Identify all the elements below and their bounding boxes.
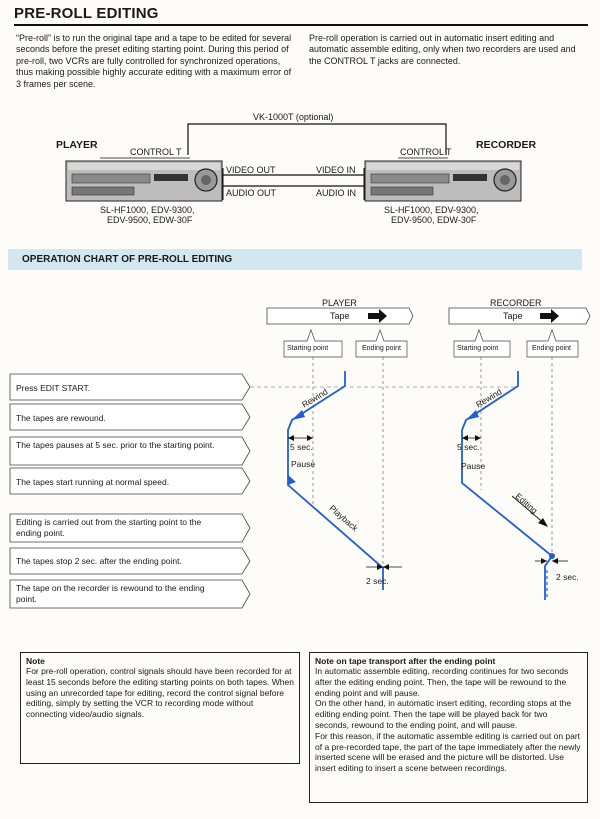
chart-recorder-title: RECORDER xyxy=(490,298,542,308)
cable-label: VK-1000T (optional) xyxy=(253,112,334,122)
player-models-line-1: SL-HF1000, EDV-9300, xyxy=(100,205,195,215)
tape-transport-note-heading: Note on tape transport after the ending … xyxy=(315,656,496,666)
step-recorder-rewound: The tape on the recorder is rewound to t… xyxy=(16,583,205,604)
recorder-label: RECORDER xyxy=(476,139,537,151)
player-starting-point: Starting point xyxy=(287,345,329,352)
step-tapes-rewound: The tapes are rewound. xyxy=(16,413,106,423)
recorder-two-sec: 2 sec. xyxy=(556,572,579,582)
audio-out-label: AUDIO OUT xyxy=(226,188,277,198)
title-divider xyxy=(14,24,588,26)
control-t-right-label: CONTROL T xyxy=(400,147,452,157)
step-tapes-stop: The tapes stop 2 sec. after the ending p… xyxy=(16,556,182,566)
recorder-pause-label: Pause xyxy=(461,461,486,471)
player-label: PLAYER xyxy=(56,139,98,151)
tape-transport-note-p1: In automatic assemble editing, recording… xyxy=(315,666,569,698)
chart-header-band xyxy=(8,249,582,270)
recorder-ending-point: Ending point xyxy=(532,345,571,352)
tape-transport-note-box: Note on tape transport after the ending … xyxy=(309,652,588,803)
recorder-models-line-1: SL-HF1000, EDV-9300, xyxy=(384,205,479,215)
video-in-label: VIDEO IN xyxy=(316,165,356,175)
step-press-edit-start: Press EDIT START. xyxy=(16,383,91,393)
video-out-label: VIDEO OUT xyxy=(226,165,276,175)
player-five-sec: 5 sec. xyxy=(290,442,313,452)
player-vcr-illustration xyxy=(65,160,223,202)
note-heading: Note xyxy=(26,656,45,666)
recorder-five-sec: 5 sec. xyxy=(457,442,480,452)
note-box: Note For pre-roll operation, control sig… xyxy=(20,652,300,764)
player-tape-label: Tape xyxy=(330,311,350,321)
audio-in-label: AUDIO IN xyxy=(316,188,357,198)
recorder-models-line-2: EDV-9500, EDW-30F xyxy=(391,215,477,225)
player-two-sec: 2 sec. xyxy=(366,576,389,586)
intro-left-paragraph: “Pre-roll” is to run the original tape a… xyxy=(16,33,292,89)
tape-transport-note-p2: On the other hand, in automatic insert e… xyxy=(315,698,572,730)
recorder-starting-point: Starting point xyxy=(457,345,499,352)
player-ending-point: Ending point xyxy=(362,345,401,352)
step-tapes-run: The tapes start running at normal speed. xyxy=(16,477,170,487)
chart-player-title: PLAYER xyxy=(322,298,357,308)
note-body: For pre-roll operation, control signals … xyxy=(26,666,294,720)
player-pause-label: Pause xyxy=(291,459,316,469)
tape-transport-note-p3: For this reason, if the automatic assemb… xyxy=(315,730,581,774)
page-title: PRE-ROLL EDITING xyxy=(14,5,159,22)
player-models-line-2: EDV-9500, EDW-30F xyxy=(107,215,193,225)
recorder-vcr-illustration xyxy=(364,160,522,202)
step-tapes-pause: The tapes pauses at 5 sec. prior to the … xyxy=(16,440,215,450)
intro-right-paragraph: Pre-roll operation is carried out in aut… xyxy=(309,33,576,66)
step-editing: Editing is carried out from the starting… xyxy=(16,517,202,538)
control-t-left-label: CONTROL T xyxy=(130,147,182,157)
recorder-tape-label: Tape xyxy=(503,311,523,321)
chart-header: OPERATION CHART OF PRE-ROLL EDITING xyxy=(22,254,233,265)
